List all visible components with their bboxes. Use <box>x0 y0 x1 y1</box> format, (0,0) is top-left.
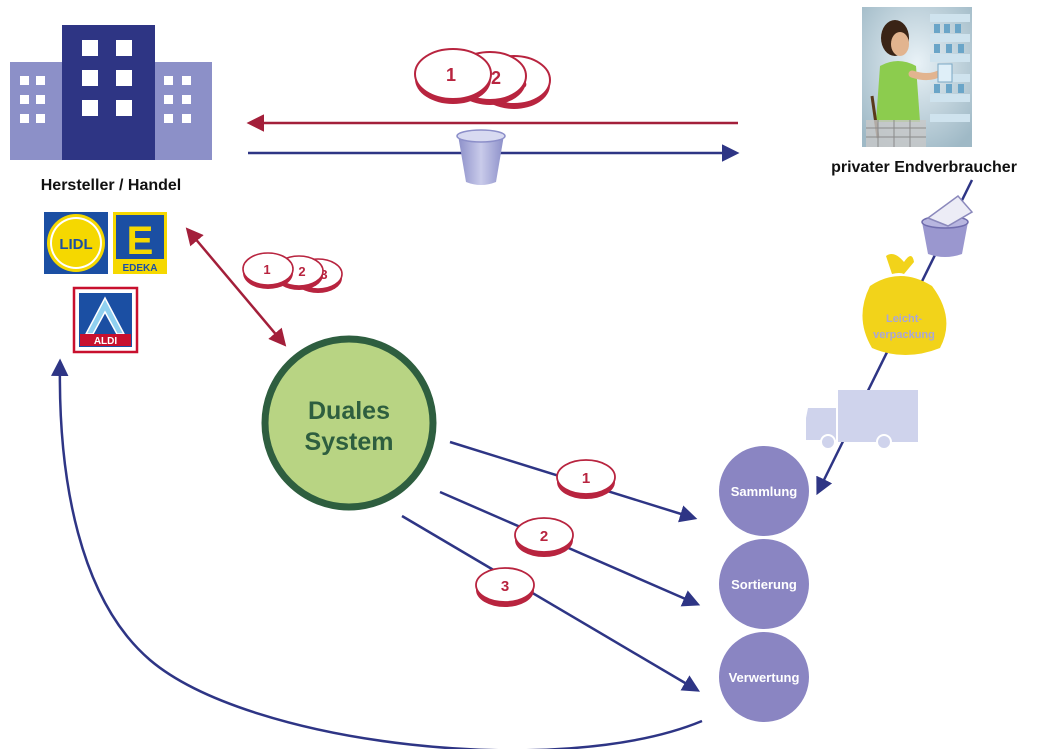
shopper-photo <box>862 7 972 147</box>
coin-mid-label-3: 3 <box>320 267 327 282</box>
stage-sammlung: Sammlung <box>719 446 809 536</box>
edeka-text: EDEKA <box>122 263 157 274</box>
coin-icon: 1 <box>414 48 492 104</box>
building-icon <box>10 25 212 160</box>
stage-label: Sammlung <box>731 484 798 499</box>
lidl-logo: LIDL <box>44 212 108 274</box>
dual-system-node: Duales System <box>261 335 437 511</box>
yellow-bag-icon: Leicht- verpackung <box>862 254 947 355</box>
stage-sortierung: Sortierung <box>719 539 809 629</box>
coin-stack-mid: 3 2 1 <box>242 252 343 293</box>
manufacturer-label: Hersteller / Handel <box>41 177 182 194</box>
dual-system-label-line1: Duales <box>308 397 390 425</box>
coin-stack-top: 3 2 1 <box>414 48 551 109</box>
aldi-text: ALDI <box>94 336 118 347</box>
coin-stage-label-2: 2 <box>540 528 548 545</box>
payment-arrow-verwertung <box>401 514 701 692</box>
coin-icon: 3 <box>475 567 535 607</box>
coin-stage-label-3: 3 <box>501 578 509 595</box>
bag-label-line1: Leicht- <box>886 313 922 325</box>
cup-icon <box>456 129 506 185</box>
lidl-text: LIDL <box>59 236 92 253</box>
recycled-material-return-arrow <box>51 358 703 749</box>
coin-top-label-1: 1 <box>446 65 456 85</box>
stage-label: Sortierung <box>731 577 797 592</box>
coin-mid-label-1: 1 <box>263 262 270 277</box>
yogurt-cup-icon <box>921 194 974 257</box>
coin-stage-label-1: 1 <box>582 470 590 487</box>
consumer-label: privater Endverbraucher <box>831 159 1017 176</box>
coin-icon: 2 <box>514 517 574 557</box>
coin-mid-label-2: 2 <box>298 264 305 279</box>
edeka-logo: E EDEKA <box>113 212 167 274</box>
bag-label-line2: verpackung <box>873 329 935 341</box>
stage-verwertung: Verwertung <box>719 632 809 722</box>
license-fee-arrow <box>185 227 287 347</box>
coin-icon: 1 <box>556 459 616 499</box>
coin-icon: 1 <box>242 252 294 289</box>
coin-top-label-2: 2 <box>491 68 501 88</box>
aldi-logo: ALDI <box>72 286 139 354</box>
stage-label: Verwertung <box>729 670 800 685</box>
edeka-e-letter: E <box>127 219 154 263</box>
truck-icon <box>806 390 918 450</box>
dual-system-label-line2: System <box>305 428 394 456</box>
